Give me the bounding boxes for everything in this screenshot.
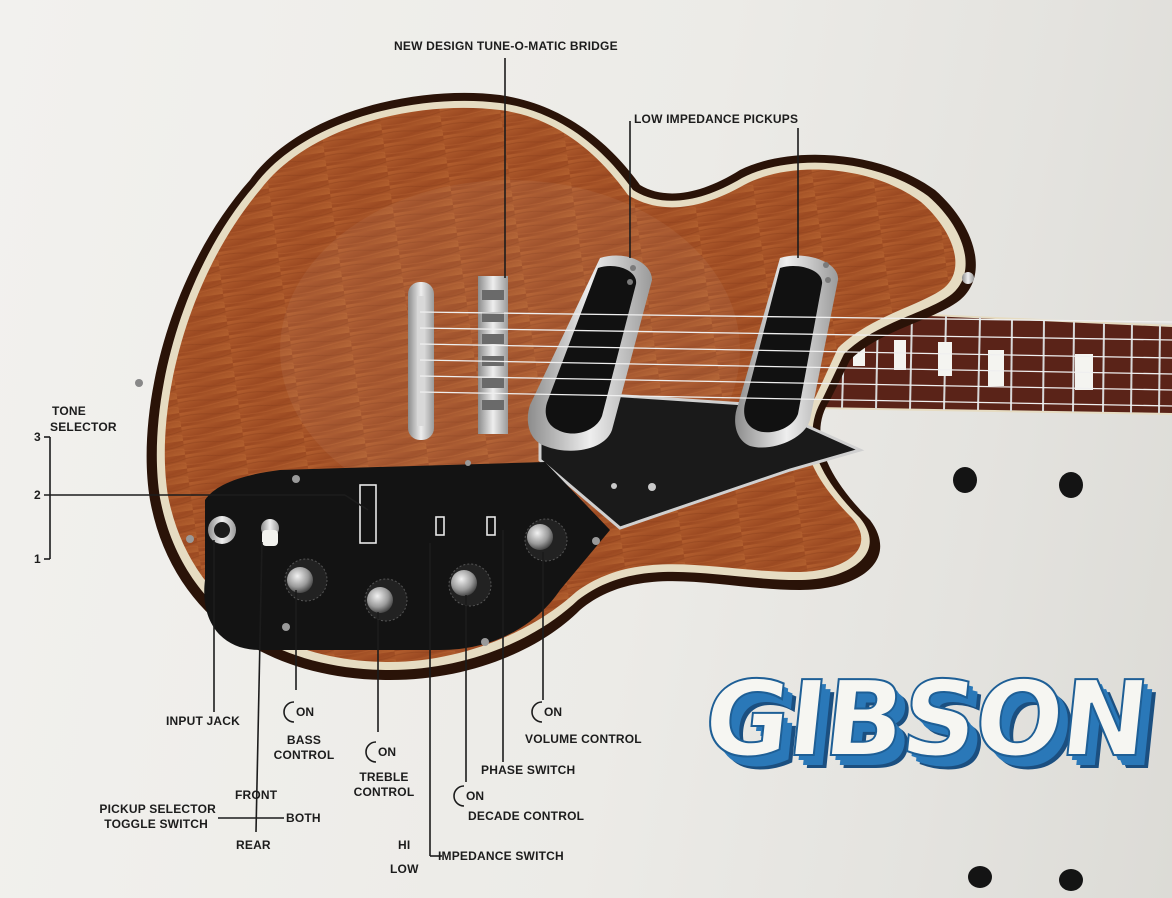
label-pickup-selector-1: PICKUP SELECTOR — [99, 802, 216, 816]
label-treble-1: TREBLE — [359, 770, 409, 784]
tune-o-matic-bridge — [478, 276, 508, 434]
stop-tailpiece — [408, 282, 434, 440]
gibson-logo: GIBSON LES P — [698, 657, 1172, 781]
tone-pos-1: 1 — [34, 552, 41, 566]
input-jack-hardware — [208, 516, 236, 544]
strings — [419, 311, 1172, 407]
rotate-arrow-icon — [365, 741, 377, 763]
page-holes — [953, 467, 1083, 891]
label-rear: REAR — [236, 838, 271, 852]
label-tone-selector-1: TONE — [52, 404, 86, 418]
label-impedance-hi: HI — [398, 838, 411, 852]
label-volume: VOLUME CONTROL — [525, 732, 642, 746]
volume-on-label: ON — [544, 705, 562, 719]
label-impedance: IMPEDANCE SWITCH — [438, 849, 564, 863]
tone-pos-2: 2 — [34, 488, 41, 502]
label-impedance-low: LOW — [390, 862, 419, 876]
label-decade: DECADE CONTROL — [468, 809, 585, 823]
control-plate — [204, 462, 610, 650]
volume-on-mark: ON — [528, 698, 564, 726]
decade-on-mark: ON — [450, 782, 486, 810]
rotate-arrow-icon — [283, 701, 295, 723]
toggle-switch-hardware — [261, 519, 279, 546]
callout-lines — [44, 58, 799, 857]
label-front: FRONT — [235, 788, 278, 802]
label-pickup-selector-2: TOGGLE SWITCH — [104, 817, 208, 831]
treble-on-label: ON — [378, 745, 396, 759]
bass-on-label: ON — [296, 705, 314, 719]
rotate-arrow-icon — [531, 701, 543, 723]
plate-switches — [359, 484, 496, 544]
label-bass-1: BASS — [286, 733, 322, 747]
bass-on-mark: ON — [280, 698, 316, 726]
knobs — [284, 518, 568, 622]
label-pickups: LOW IMPEDANCE PICKUPS — [634, 112, 799, 126]
treble-on-mark: ON — [362, 738, 398, 766]
label-treble-2: CONTROL — [353, 785, 415, 799]
label-tone-selector-2: SELECTOR — [50, 420, 117, 434]
label-bridge: NEW DESIGN TUNE-O-MATIC BRIDGE — [394, 39, 618, 53]
tone-pos-3: 3 — [34, 430, 41, 444]
decade-on-label: ON — [466, 789, 484, 803]
label-bass-2: CONTROL — [273, 748, 335, 762]
label-phase-switch: PHASE SWITCH — [481, 763, 576, 777]
rotate-arrow-icon — [453, 785, 465, 807]
label-both: BOTH — [286, 811, 321, 825]
label-input-jack: INPUT JACK — [166, 714, 241, 728]
